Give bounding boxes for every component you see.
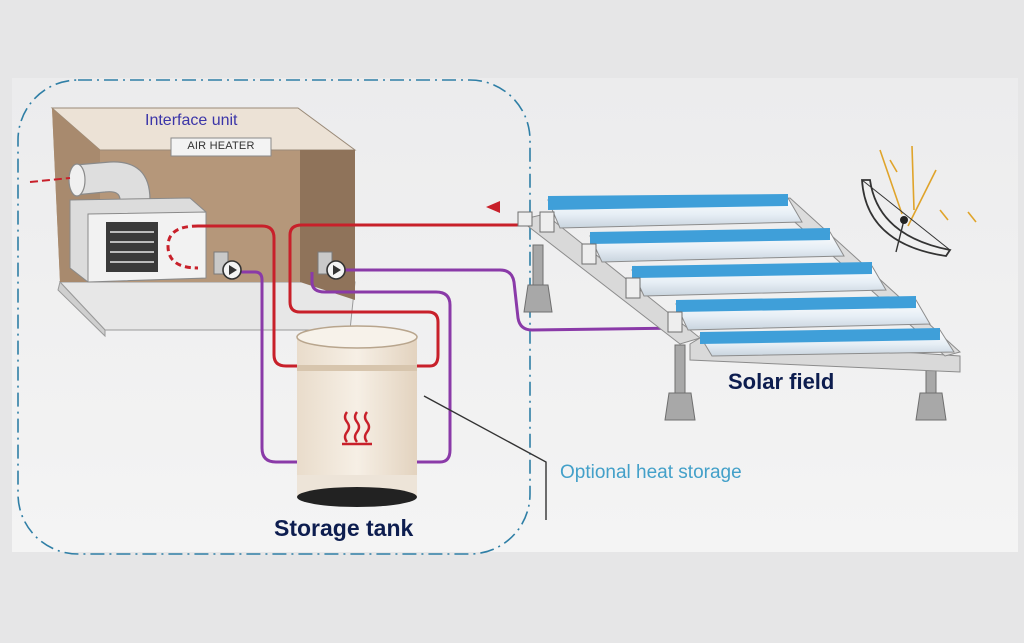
optional-heat-storage-label: Optional heat storage	[560, 462, 742, 483]
collector-row	[699, 328, 955, 357]
cold-return-pipes	[228, 268, 686, 464]
storage-tank-label: Storage tank	[274, 515, 414, 541]
sun-rays-icon	[879, 145, 977, 227]
system-boundary	[17, 79, 531, 555]
solar-field-array	[517, 194, 962, 421]
flow-direction-arrow-icon	[486, 201, 500, 213]
air-heater-fan-unit	[69, 197, 207, 283]
solar-field-label: Solar field	[728, 369, 835, 394]
collector-row	[547, 194, 803, 229]
storage-tank	[296, 325, 418, 507]
heat-waves-icon	[342, 411, 372, 446]
hot-supply-pipes	[166, 223, 548, 368]
pump-icon	[317, 251, 346, 280]
optional-storage-leader	[423, 395, 547, 520]
air-heater-label: AIR HEATER	[187, 140, 255, 152]
trough-end-view	[861, 145, 977, 257]
pump-icon	[213, 251, 242, 280]
collector-row	[675, 296, 931, 331]
collector-row	[631, 262, 887, 297]
collector-row	[589, 228, 845, 263]
interface-unit-label: Interface unit	[145, 112, 238, 129]
